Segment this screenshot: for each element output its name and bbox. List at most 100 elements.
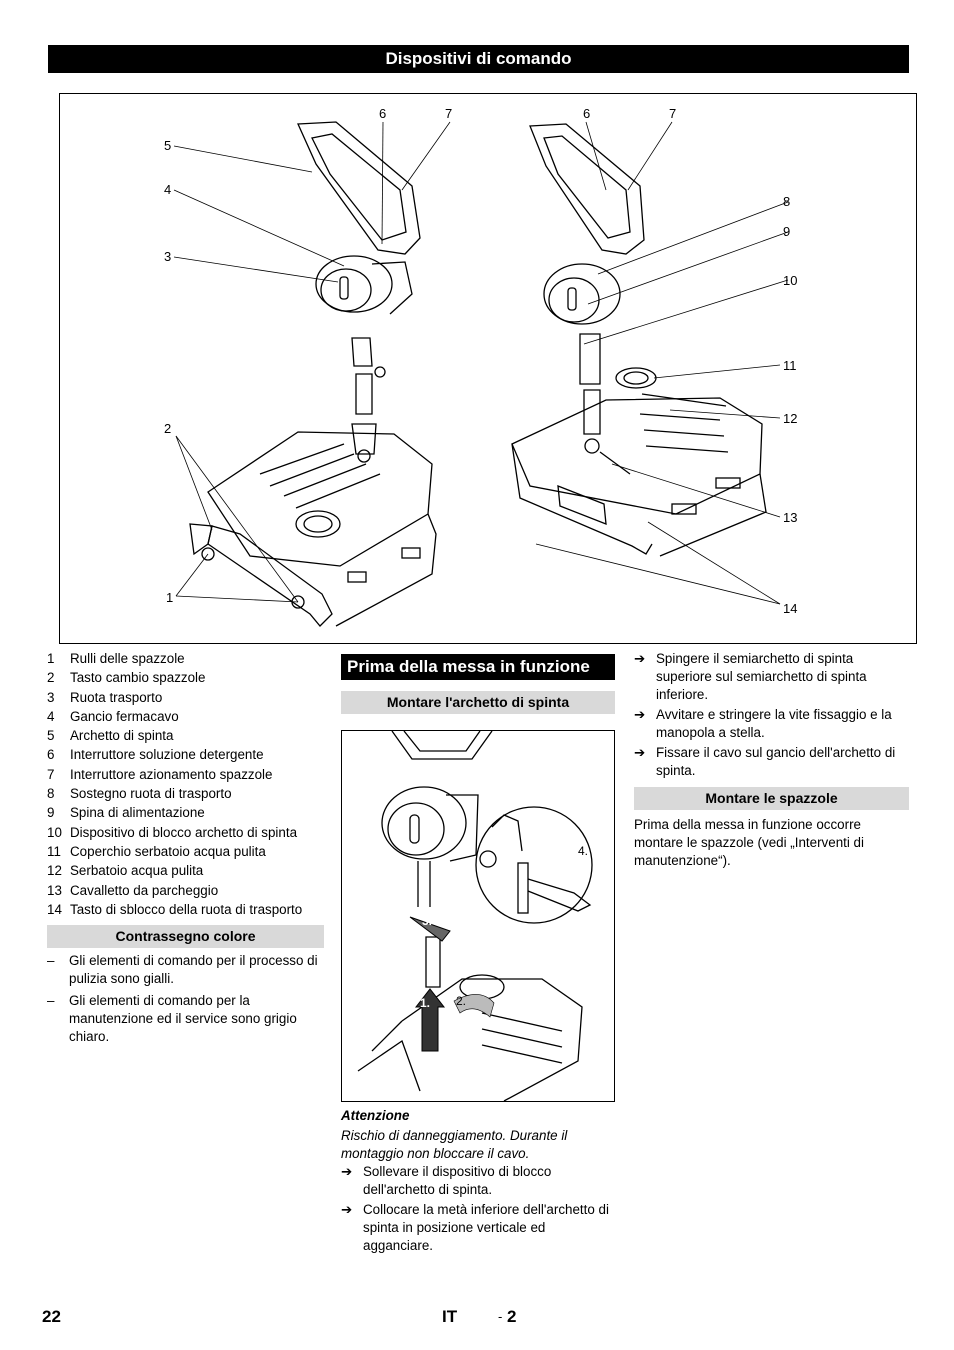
callout-2: 2 <box>164 421 171 436</box>
legend-number: 2 <box>47 670 55 686</box>
dash-marker: – <box>47 953 55 969</box>
footer-separator: - <box>498 1309 503 1324</box>
instruction-step: ➔ Fissare il cavo sul gancio dell'archett… <box>634 744 909 780</box>
callout-3: 3 <box>164 249 171 264</box>
legend-item: 6 Interruttore soluzione detergente <box>47 745 324 764</box>
controls-illustration: 5 4 3 2 1 6 7 6 7 8 9 10 11 12 13 14 <box>59 93 917 644</box>
language-code: IT <box>442 1307 458 1326</box>
arrow-icon: ➔ <box>634 651 646 666</box>
legend-number: 11 <box>47 843 61 859</box>
dash-marker: – <box>47 993 55 1009</box>
color-section-heading: Contrassegno colore <box>47 925 324 949</box>
legend-text: Dispositivo di blocco archetto di spinta <box>70 824 298 840</box>
legend-text: Serbatoio acqua pulita <box>70 863 204 879</box>
assembly-drawing: 4. 3. 1. 2. <box>357 730 593 1102</box>
legend-number: 8 <box>47 786 55 802</box>
legend-item: 7 Interruttore azionamento spazzole <box>47 765 324 784</box>
legend-text: Coperchio serbatoio acqua pulita <box>70 843 266 859</box>
legend-text: Tasto di sblocco della ruota di trasport… <box>70 901 303 917</box>
legend-text: Rulli delle spazzole <box>70 651 185 666</box>
legend-text: Sostegno ruota di trasporto <box>70 786 232 802</box>
warning-text: Rischio di danneggiamento. Durante il mo… <box>341 1128 568 1161</box>
legend-text: Tasto cambio spazzole <box>70 670 206 686</box>
instruction-text: Spingere il semiarchetto di spinta super… <box>656 651 867 702</box>
brushes-text: Prima della messa in funzione occorre mo… <box>634 817 864 868</box>
callout-4: 4 <box>164 182 171 197</box>
legend-item: 14 Tasto di sblocco della ruota di traspo… <box>47 900 324 919</box>
legend-item: 1 Rulli delle spazzole <box>47 649 324 668</box>
startup-heading: Prima della messa in funzione <box>341 654 615 680</box>
legend-text: Spina di alimentazione <box>70 805 205 821</box>
instruction-text: Sollevare il dispositivo di blocco dell'… <box>363 1164 552 1197</box>
callout-1: 1 <box>166 590 173 605</box>
legend-item: 2 Tasto cambio spazzole <box>47 668 324 687</box>
legend-number: 14 <box>47 901 62 917</box>
callout-10: 10 <box>783 273 797 288</box>
instruction-text: Fissare il cavo sul gancio dell'archetto… <box>656 745 896 778</box>
legend-text: Archetto di spinta <box>70 728 174 744</box>
legend-item: 10 Dispositivo di blocco archetto di spin… <box>47 823 324 842</box>
assembly-illustration: 4. 3. 1. 2. <box>341 730 615 1102</box>
instruction-step: ➔ Avvitare e stringere la vite fissaggio … <box>634 706 909 742</box>
warning-title: Attenzione <box>341 1108 410 1123</box>
legend-item: 13 Cavalletto da parcheggio <box>47 881 324 900</box>
legend-text: Ruota trasporto <box>70 689 163 705</box>
callout-9: 9 <box>783 224 790 239</box>
legend-column: 1 Rulli delle spazzole 2 Tasto cambio spaz… <box>47 649 324 1046</box>
continued-column: ➔ Spingere il semiarchetto di spinta supe… <box>634 650 909 870</box>
list-item-text: Gli elementi di comando per il processo … <box>69 953 318 987</box>
callout-14: 14 <box>783 601 797 616</box>
instruction-text: Avvitare e stringere la vite fissaggio e… <box>656 707 892 740</box>
legend-item: 11 Coperchio serbatoio acqua pulita <box>47 842 324 861</box>
step-2-label: 2. <box>456 994 466 1008</box>
callout-7-right: 7 <box>669 106 676 121</box>
legend-number: 12 <box>47 863 62 879</box>
arrow-icon: ➔ <box>341 1202 353 1217</box>
callout-11: 11 <box>783 358 797 373</box>
legend-text: Interruttore azionamento spazzole <box>70 766 273 782</box>
legend-item: 9 Spina di alimentazione <box>47 803 324 822</box>
arrow-icon: ➔ <box>634 707 646 722</box>
list-item-text: Gli elementi di comando per la manutenzi… <box>69 993 297 1045</box>
legend-number: 1 <box>47 651 55 666</box>
instruction-step: ➔ Collocare la metà inferiore dell'archet… <box>341 1201 615 1255</box>
color-list: –Gli elementi di comando per il processo… <box>47 952 324 1046</box>
callout-12: 12 <box>783 411 797 426</box>
callout-13: 13 <box>783 510 797 525</box>
startup-column: Prima della messa in funzione Montare l'… <box>341 654 615 1255</box>
legend-list: 1 Rulli delle spazzole 2 Tasto cambio spaz… <box>47 649 324 919</box>
arrow-icon: ➔ <box>634 745 646 760</box>
callout-7-left: 7 <box>445 106 452 121</box>
callout-6-left: 6 <box>379 106 386 121</box>
section-title-banner: Dispositivi di comando <box>48 45 909 73</box>
instruction-text: Collocare la metà inferiore dell'archett… <box>363 1202 609 1253</box>
instruction-step: ➔ Sollevare il dispositivo di blocco dell… <box>341 1163 615 1199</box>
arrow-icon: ➔ <box>341 1164 353 1179</box>
machine-drawing: 5 4 3 2 1 6 7 6 7 8 9 10 11 12 13 14 <box>164 106 797 627</box>
legend-item: 5 Archetto di spinta <box>47 726 324 745</box>
legend-number: 4 <box>47 708 55 724</box>
legend-item: 12 Serbatoio acqua pulita <box>47 861 324 880</box>
legend-text: Interruttore soluzione detergente <box>70 747 264 763</box>
step-3-label: 3. <box>422 914 432 928</box>
legend-item: 8 Sostegno ruota di trasporto <box>47 784 324 803</box>
legend-number: 7 <box>47 766 55 782</box>
callout-5: 5 <box>164 138 171 153</box>
page-number: 22 <box>42 1307 61 1326</box>
callout-8: 8 <box>783 194 790 209</box>
callout-6-right: 6 <box>583 106 590 121</box>
list-item: –Gli elementi di comando per la manutenz… <box>47 992 324 1046</box>
legend-text: Cavalletto da parcheggio <box>70 882 219 898</box>
step-4-label: 4. <box>578 844 588 858</box>
list-item: –Gli elementi di comando per il processo… <box>47 952 324 988</box>
push-handle-heading: Montare l'archetto di spinta <box>341 691 615 714</box>
legend-number: 13 <box>47 882 62 898</box>
section-number: 2 <box>507 1307 517 1326</box>
legend-number: 5 <box>47 728 55 744</box>
legend-number: 9 <box>47 805 55 821</box>
legend-number: 6 <box>47 747 55 763</box>
brushes-heading: Montare le spazzole <box>634 787 909 810</box>
legend-number: 10 <box>47 824 62 840</box>
